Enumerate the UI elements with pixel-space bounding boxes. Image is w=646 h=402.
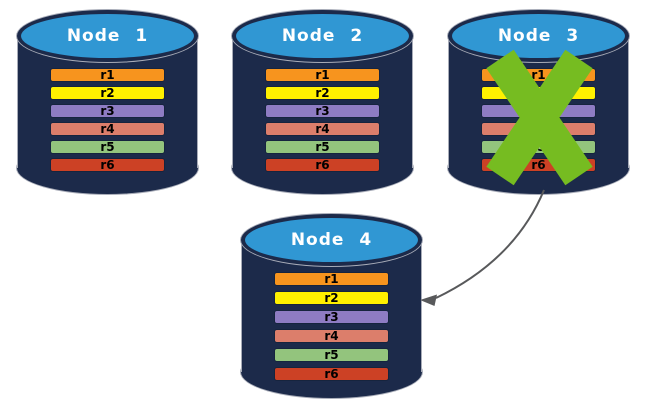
replica-bar-r6: r6 — [265, 158, 380, 172]
replica-bar-r4: r4 — [481, 122, 596, 136]
replica-bar-r2: r2 — [50, 86, 165, 100]
replica-bar-r2: r2 — [481, 86, 596, 100]
arrow-head — [420, 294, 437, 306]
cylinder-top: Node 4 — [241, 214, 422, 266]
replica-bar-r1: r1 — [481, 68, 596, 82]
replica-bar-r1: r1 — [265, 68, 380, 82]
replica-bar-r5: r5 — [50, 140, 165, 154]
replica-bar-r4: r4 — [50, 122, 165, 136]
replica-bar-r3: r3 — [481, 104, 596, 118]
node-2-cylinder: Node 2 r1 r2 r3 r4 r5 r6 — [232, 10, 413, 194]
cylinder-top: Node 1 — [17, 10, 198, 62]
replica-bar-r1: r1 — [50, 68, 165, 82]
node-title: Node 3 — [497, 26, 580, 46]
node-3-cylinder: Node 3 r1 r2 r3 r4 r5 r6 — [448, 10, 629, 194]
node-title: Node 1 — [66, 26, 149, 46]
replica-bar-r4: r4 — [265, 122, 380, 136]
replica-bar-r3: r3 — [50, 104, 165, 118]
replica-bar-r2: r2 — [274, 291, 389, 305]
replica-bar-r6: r6 — [274, 367, 389, 381]
replica-list: r1 r2 r3 r4 r5 r6 — [274, 272, 389, 386]
replica-bar-r4: r4 — [274, 329, 389, 343]
node-title: Node 2 — [281, 26, 364, 46]
replica-bar-r3: r3 — [265, 104, 380, 118]
replica-bar-r6: r6 — [50, 158, 165, 172]
replica-list: r1 r2 r3 r4 r5 r6 — [265, 68, 380, 176]
replica-bar-r5: r5 — [274, 348, 389, 362]
replica-list: r1 r2 r3 r4 r5 r6 — [481, 68, 596, 176]
replica-bar-r2: r2 — [265, 86, 380, 100]
node-1-cylinder: Node 1 r1 r2 r3 r4 r5 r6 — [17, 10, 198, 194]
node-4-cylinder: Node 4 r1 r2 r3 r4 r5 r6 — [241, 214, 422, 398]
replica-bar-r3: r3 — [274, 310, 389, 324]
node-title: Node 4 — [290, 230, 373, 250]
replica-bar-r5: r5 — [481, 140, 596, 154]
replica-bar-r1: r1 — [274, 272, 389, 286]
cylinder-top: Node 2 — [232, 10, 413, 62]
replica-list: r1 r2 r3 r4 r5 r6 — [50, 68, 165, 176]
replica-bar-r6: r6 — [481, 158, 596, 172]
cylinder-top: Node 3 — [448, 10, 629, 62]
replica-bar-r5: r5 — [265, 140, 380, 154]
failover-arrow — [420, 189, 545, 306]
